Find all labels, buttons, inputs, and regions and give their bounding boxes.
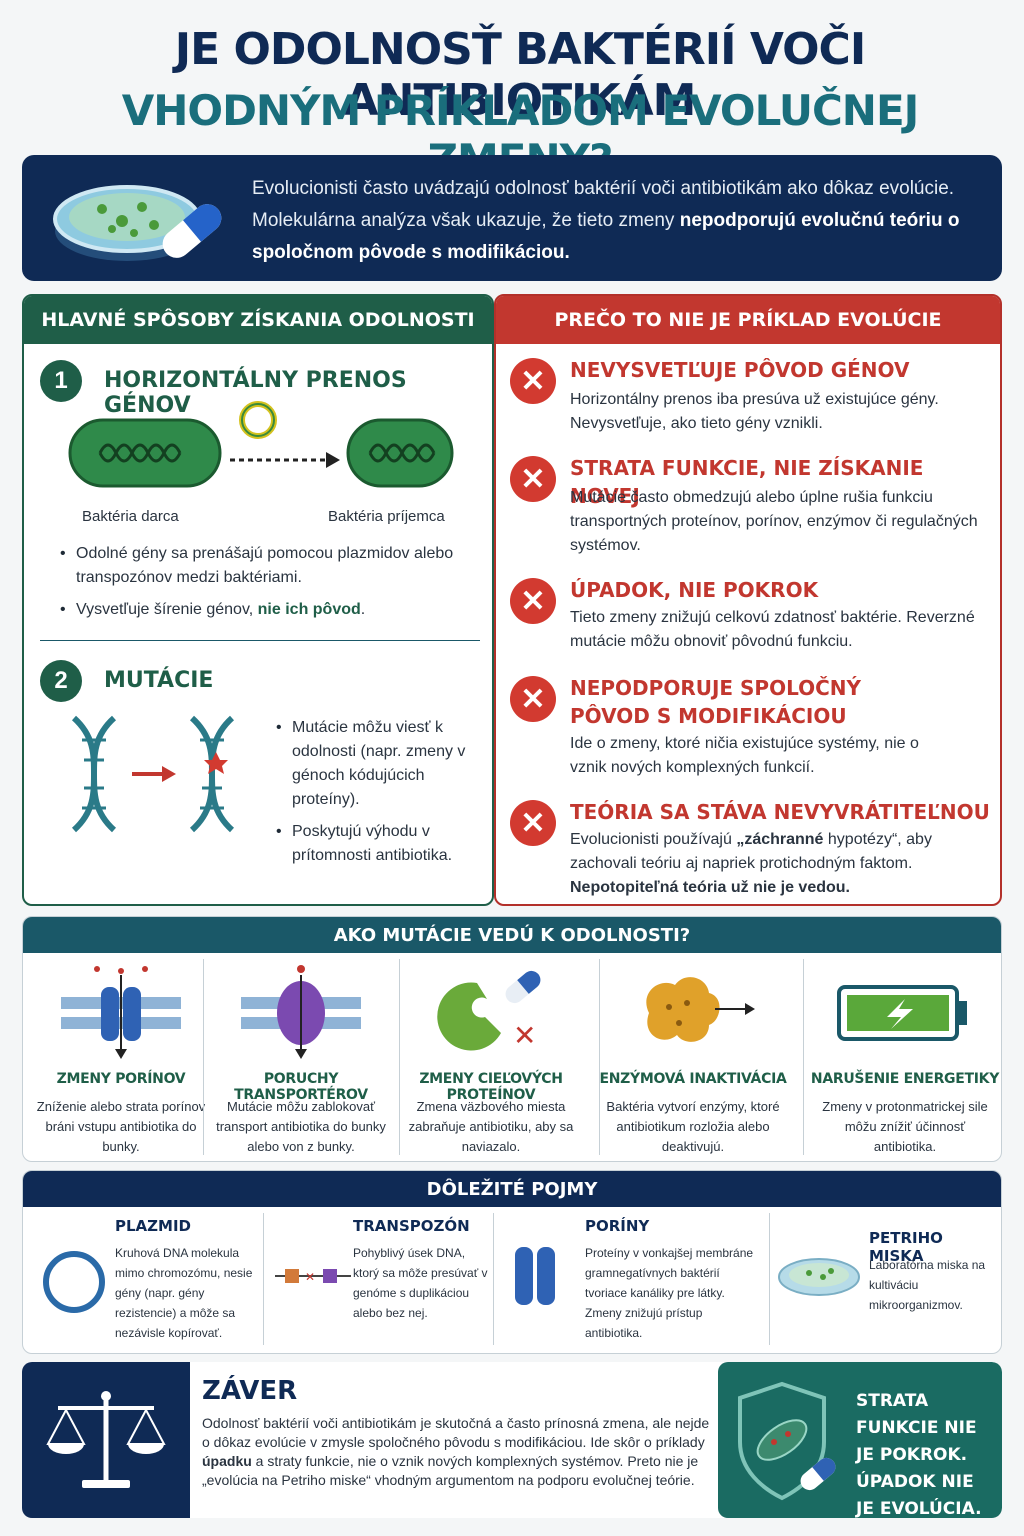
terms-header: DÔLEŽITÉ POJMY [23,1171,1001,1207]
hgt-bullet-2: Vysvetľuje šírenie génov, nie ich pôvod. [58,598,468,622]
porin-channel-icon [515,1247,555,1305]
term-title-petri: PETRIHO MISKA [869,1229,943,1265]
hgt-bullet-1: Odolné gény sa prenášajú pomocou plazmid… [58,542,468,590]
scales-icon [46,1391,166,1488]
hgt-bullets: Odolné gény sa prenášajú pomocou plazmid… [58,542,468,630]
enzyme-icon [646,977,755,1042]
mechanism-body-3: Zmena väzbového miesta zabraňuje antibio… [408,1099,574,1154]
term-title-plasmid: PLAZMID [115,1217,191,1235]
conclusion-text: Odolnosť baktérií voči antibiotikám je s… [202,1415,710,1488]
term-body-plasmid: Kruhová DNA molekula mimo chromozómu, ne… [115,1246,253,1340]
svg-text:✕: ✕ [305,1270,315,1284]
porin-icon [61,966,181,1059]
mechanism-body-2: Mutácie môžu zablokovať transport antibi… [216,1099,386,1154]
reason-body-4: Ide o zmeny, ktoré ničia existujúce syst… [570,735,919,776]
mechanism-title-5: NARUŠENIE ENERGETIKY [810,1071,1000,1087]
section-number-1: 1 [40,360,82,402]
mechanisms-header: AKO MUTÁCIE VEDÚ K ODOLNOSTI? [23,917,1001,953]
mechanism-body-5: Zmeny v protonmatrickej sile môžu znížiť… [822,1099,988,1154]
intro-banner: Evolucionisti často uvádzajú odolnosť ba… [22,155,1002,281]
svg-text:✕: ✕ [513,1019,536,1052]
petri-dish-pill-icon [53,185,222,261]
plasmid-icon [43,1251,105,1313]
donor-label: Baktéria darca [82,508,179,525]
reason-body-3: Tieto zmeny znižujú celkovú zdatnosť bak… [570,609,975,650]
terms-section: DÔLEŽITÉ POJMY PLAZMID Kruhová DNA molek… [22,1170,1002,1354]
shield-bacterium-icon [738,1381,836,1501]
x-mark-icon: ✕ [510,456,556,502]
target-protein-icon: ✕ [437,970,541,1052]
mechanism-enzymes: ENZÝMOVÁ INAKTIVÁCIA Baktéria vytvorí en… [595,957,791,1157]
mechanism-body-4: Baktéria vytvorí enzýmy, ktoré antibioti… [606,1099,780,1154]
intro-text-bold: nepodporujú evolučnú teóriu o spoločnom … [252,210,960,263]
mechanism-porins: ZMENY PORÍNOV Zníženie alebo strata porí… [23,957,219,1157]
right-panel-header: PREČO TO NIE JE PRÍKLAD EVOLÚCIE [496,296,1000,344]
x-mark-icon: ✕ [510,358,556,404]
reason-title-2: STRATA FUNKCIE, NIE ZÍSKANIE NOVEJ [570,456,924,508]
recipient-label: Baktéria príjemca [328,508,445,525]
mechanism-title-4: ENZÝMOVÁ INAKTIVÁCIA [599,1071,787,1087]
term-body-transposon: Pohyblivý úsek DNA, ktorý sa môže presúv… [353,1246,488,1320]
mechanism-title-3: ZMENY CIEĽOVÝCH PROTEÍNOV [419,1071,563,1103]
mechanisms-section: AKO MUTÁCIE VEDÚ K ODOLNOSTI? ZMENY PORÍ… [22,916,1002,1162]
intro-text: Evolucionisti často uvádzajú odolnosť ba… [252,178,955,231]
gene-transfer-illustration [68,401,454,488]
conclusion-section: ZÁVER Odolnosť baktérií voči antibiotiká… [22,1362,1002,1518]
mutation-bullet-2: Poskytujú výhodu v prítomnosti antibioti… [274,820,484,868]
reason-body-5: Evolucionisti používajú „záchranné hypot… [570,831,932,896]
x-mark-icon: ✕ [510,578,556,624]
right-panel: PREČO TO NIE JE PRÍKLAD EVOLÚCIE ✕ NEVYS… [494,294,1002,906]
transporter-icon [241,965,361,1059]
term-title-porins: PORÍNY [585,1217,650,1235]
term-title-transposon: TRANSPOZÓN [353,1217,470,1235]
dna-mutation-icon [71,715,235,833]
section-number-2: 2 [40,660,82,702]
mechanism-target-proteins: ✕ ZMENY CIEĽOVÝCH PROTEÍNOV Zmena väzbov… [393,957,589,1157]
reason-title-4: NEPODPORUJE SPOLOČNÝ PÔVOD S MODIFIKÁCIO… [570,676,862,728]
transposon-icon: ✕ [275,1269,351,1284]
battery-icon [837,985,967,1041]
mechanism-title-1: ZMENY PORÍNOV [56,1071,186,1087]
x-mark-icon: ✕ [510,800,556,846]
section-title-mutations: MUTÁCIE [104,668,214,693]
mechanism-energetics: NARUŠENIE ENERGETIKY Zmeny v protonmatri… [807,957,1001,1157]
conclusion-slogan: STRATA FUNKCIE NIE JE POKROK. ÚPADOK NIE… [856,1391,982,1518]
reason-title-3: ÚPADOK, NIE POKROK [570,578,819,602]
recipient-bacterium-icon [346,418,454,488]
divider [40,640,480,641]
reason-body-2: Mutácie často obmedzujú alebo úplne ruši… [570,489,978,554]
reason-body-1: Horizontálny prenos iba presúva už exist… [570,391,939,432]
conclusion-title: ZÁVER [202,1376,298,1406]
page-title: JE ODOLNOSŤ BAKTÉRIÍ VOČI ANTIBIOTIKÁM [174,24,866,126]
left-panel-header: HLAVNÉ SPÔSOBY ZÍSKANIA ODOLNOSTI [24,296,492,344]
mutation-bullets: Mutácie môžu viesť k odolnosti (napr. zm… [274,716,484,876]
reason-title-5: TEÓRIA SA STÁVA NEVYVRÁTITEĽNOU [570,800,990,824]
petri-dish-icon [778,1258,860,1296]
mechanism-title-2: PORUCHY TRANSPORTÉROV [234,1071,368,1103]
donor-bacterium-icon [68,418,222,488]
term-body-porins: Proteíny v vonkajšej membráne gramnegatí… [585,1246,754,1340]
mutation-bullet-1: Mutácie môžu viesť k odolnosti (napr. zm… [274,716,484,812]
section-title-hgt: HORIZONTÁLNY PRENOS GÉNOV [104,368,407,418]
left-panel: HLAVNÉ SPÔSOBY ZÍSKANIA ODOLNOSTI 1 HORI… [22,294,494,906]
mechanism-body-1: Zníženie alebo strata porínov bráni vstu… [36,1099,206,1154]
term-body-petri: Laboratórna miska na kultiváciu mikroorg… [869,1258,986,1312]
reason-title-1: NEVYSVETĽUJE PÔVOD GÉNOV [570,358,910,382]
x-mark-icon: ✕ [510,676,556,722]
mechanism-transporters: PORUCHY TRANSPORTÉROV Mutácie môžu zablo… [203,957,399,1157]
